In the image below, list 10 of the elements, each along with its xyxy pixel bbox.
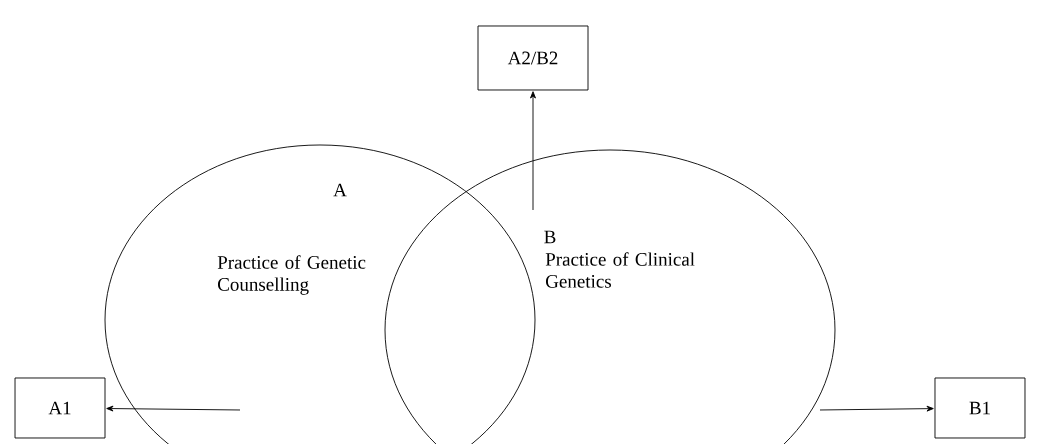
ellipse-label: A bbox=[333, 183, 347, 197]
ellipse-label: Practice of Genetic Counselling bbox=[217, 255, 366, 295]
arrow bbox=[819, 405, 934, 412]
label-box: A1 bbox=[14, 377, 106, 439]
ellipse-label: B bbox=[544, 230, 556, 244]
label-box: B1 bbox=[934, 377, 1026, 439]
arrow bbox=[106, 405, 241, 412]
ellipse-label: Practice of Clinical Genetics bbox=[545, 252, 695, 288]
arrow bbox=[530, 91, 536, 211]
label-box: A2/B2 bbox=[477, 25, 589, 91]
